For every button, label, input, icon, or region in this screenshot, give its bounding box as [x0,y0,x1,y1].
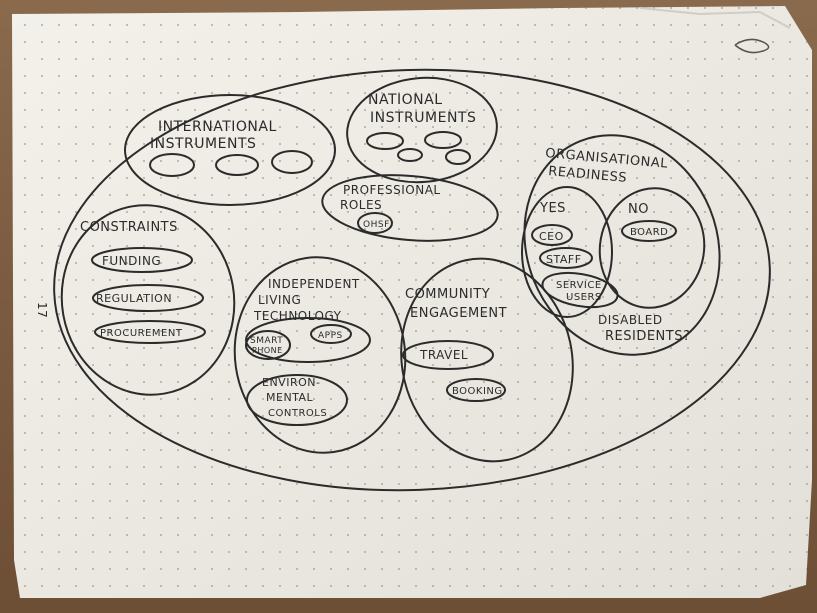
natl-item-2 [424,131,462,149]
environmental-controls-pill [246,374,348,426]
intl-title-1: INTERNATIONAL [158,119,277,135]
disabled-label-1: DISABLED [598,313,663,327]
page-number: 17 [35,302,49,318]
constraints-title: CONSTRAINTS [80,220,178,235]
env-label-1: ENVIRON- [262,376,320,389]
natl-item-1 [366,132,404,150]
tech-title-2: LIVING [258,293,301,307]
service-users-pill [541,271,619,309]
apps-label: APPS [318,331,343,341]
international-instruments-group [124,94,336,206]
service-users-label-1: SERVICE [556,280,602,291]
board-label: BOARD [630,227,668,238]
intl-item-3 [271,150,313,174]
procurement-label: PROCUREMENT [100,328,183,339]
smart-phone-label-2: PHONE [252,346,283,355]
org-title-2: READINESS [548,164,628,186]
intl-title-2: INSTRUMENTS [150,136,256,152]
professional-roles-group [321,174,499,242]
prof-title-1: PROFESSIONAL [343,183,441,197]
regulation-label: REGULATION [96,292,172,305]
travel-label: TRAVEL [419,348,468,362]
constraints-group [60,204,236,396]
community-title-2: ENGAGEMENT [410,306,507,321]
prof-title-2: ROLES [340,198,382,212]
booking-label: BOOKING [452,386,503,397]
no-label: NO [628,202,649,217]
regulation-pill [92,284,204,312]
procurement-pill [94,320,206,344]
disabled-label-2: RESIDENTS? [605,329,690,344]
ohsf-label: OHSF [363,220,390,230]
natl-title-1: NATIONAL [368,92,443,108]
env-label-3: CONTROLS [268,408,327,419]
national-instruments-group [346,76,498,184]
smart-phone-pill [245,330,291,360]
ohsf-pill [357,212,393,234]
natl-title-2: INSTRUMENTS [370,110,476,126]
corner-doodle [734,38,770,54]
funding-pill [91,247,193,273]
service-users-label-2: USERS [566,292,602,303]
smart-phone-label-1: SMART [250,336,283,346]
env-label-2: MENTAL [266,391,314,404]
staff-label: STAFF [546,253,582,266]
travel-pill [402,340,494,370]
community-engagement-group [400,257,574,463]
outer-boundary [53,68,771,492]
natl-item-3 [397,148,423,162]
ceo-label: CEO [539,230,564,243]
board-pill [621,220,677,242]
intl-item-2 [215,154,259,176]
tech-title-1: INDEPENDENT [268,277,360,291]
torn-edge [639,7,791,29]
tech-inner-oval [245,317,371,363]
staff-pill [539,247,593,269]
apps-pill [310,324,352,344]
tech-title-3: TECHNOLOGY [253,309,342,323]
technology-group [233,256,407,454]
ceo-pill [531,224,573,246]
intl-item-1 [149,153,195,177]
natl-item-4 [445,149,471,165]
yes-label: YES [539,201,566,216]
funding-label: FUNDING [102,254,161,268]
no-group [598,187,706,309]
yes-group [521,186,613,318]
booking-pill [446,378,506,402]
community-title-1: COMMUNITY [405,287,490,302]
